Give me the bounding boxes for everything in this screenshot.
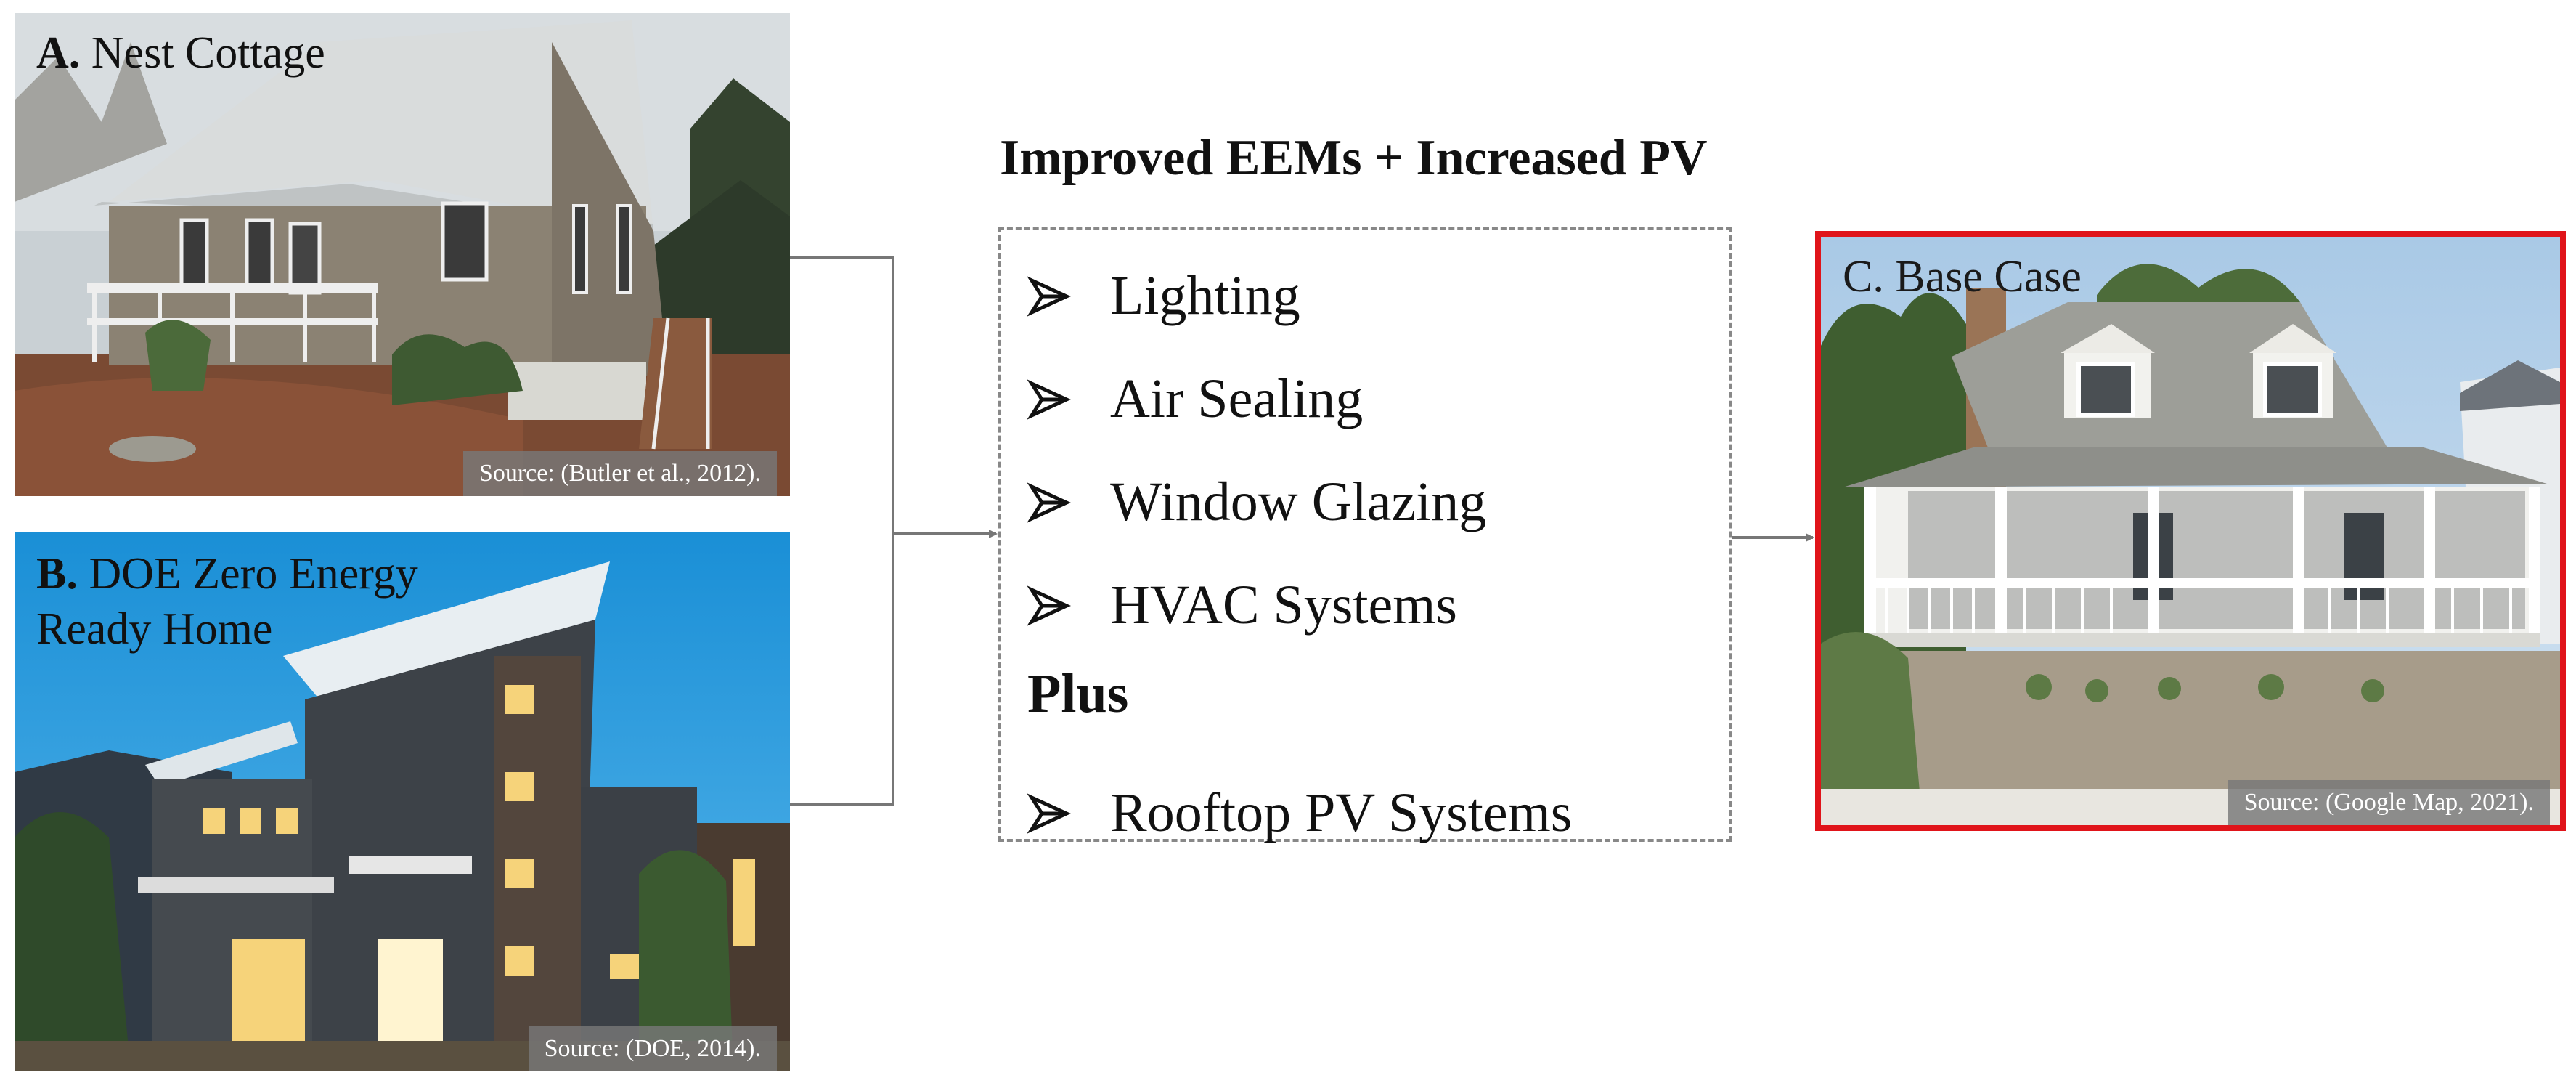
eem-item-rooftop-pv: Rooftop PV Systems (1027, 782, 1572, 845)
panel-b-line1: B. DOE Zero Energy (36, 547, 418, 602)
plus-label: Plus (1027, 663, 1129, 724)
doe-zero-energy-home-photo: B. DOE Zero Energy Ready Home Source: (D… (15, 532, 790, 1071)
panel-b-label: B. DOE Zero Energy Ready Home (36, 547, 418, 657)
eem-item-window-glazing: Window Glazing (1027, 471, 1486, 534)
arrow-bullet-icon (1027, 585, 1071, 626)
eem-item-label: HVAC Systems (1110, 575, 1457, 636)
panel-b-name-line1: DOE Zero Energy (89, 549, 418, 599)
connector-b (790, 534, 894, 806)
eem-item-hvac-systems: HVAC Systems (1027, 574, 1457, 637)
connector-a (790, 256, 894, 534)
arrow-bullet-icon (1027, 792, 1071, 834)
arrow-bullet-icon (1027, 378, 1071, 420)
eem-item-lighting: Lighting (1027, 264, 1300, 328)
panel-a-letter: A. (36, 28, 81, 78)
center-title: Improved EEMs + Increased PV (1000, 130, 1708, 186)
eem-item-air-sealing: Air Sealing (1027, 368, 1363, 431)
eem-item-label: Lighting (1110, 265, 1300, 326)
panel-c-source: Source: (Google Map, 2021). (2227, 780, 2550, 825)
eem-item-label: Air Sealing (1110, 368, 1364, 429)
panel-a-source: Source: (Butler et al., 2012). (462, 451, 777, 496)
panel-b-letter: B. (36, 549, 78, 599)
eem-item-label: Rooftop PV Systems (1110, 782, 1573, 843)
panel-a-label: A. Nest Cottage (36, 26, 325, 81)
panel-b-source: Source: (DOE, 2014). (528, 1026, 777, 1071)
panel-c-title: C. Base Case (1843, 252, 2082, 301)
panel-a-name: Nest Cottage (91, 28, 325, 78)
base-case-photo: C. Base Case Source: (Google Map, 2021). (1815, 231, 2566, 831)
eem-list-box: Lighting Air Sealing Window Glazing HVAC… (998, 227, 1732, 845)
panel-b-name-line2: Ready Home (36, 604, 273, 654)
eem-item-label: Window Glazing (1110, 471, 1487, 532)
arrow-bullet-icon (1027, 482, 1071, 523)
nest-cottage-photo: A. Nest Cottage Source: (Butler et al., … (15, 13, 790, 496)
arrow-bullet-icon (1027, 275, 1071, 317)
